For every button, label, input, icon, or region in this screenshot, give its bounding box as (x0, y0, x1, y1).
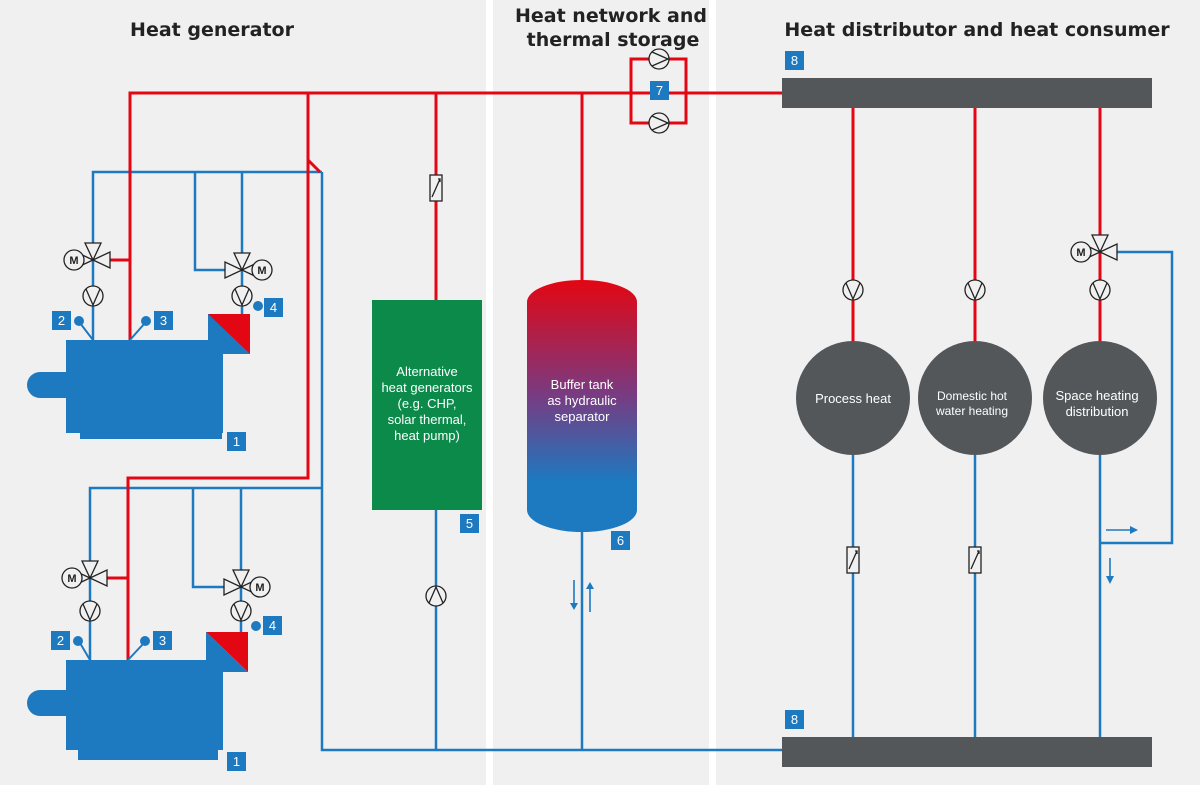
space-heating-label-2: distribution (1066, 404, 1129, 419)
svg-text:4: 4 (270, 300, 277, 315)
svg-text:M: M (69, 255, 78, 267)
divider-left (486, 0, 493, 785)
buffer-label-2: as hydraulic (547, 393, 617, 408)
boiler-2 (27, 632, 248, 760)
svg-text:4: 4 (269, 618, 276, 633)
badge-3-top: 3 (154, 311, 173, 330)
pump-icon (648, 48, 670, 70)
mixing-valve-icon: M (223, 569, 271, 598)
badge-7: 7 (650, 81, 669, 100)
svg-text:8: 8 (791, 712, 798, 727)
badge-5: 5 (460, 514, 479, 533)
section-title-heat-network-line2: thermal storage (527, 29, 700, 51)
mixing-valve-icon: M (63, 242, 111, 271)
alt-gen-label-4: solar thermal, (388, 412, 467, 427)
svg-text:1: 1 (233, 434, 240, 449)
svg-text:8: 8 (791, 53, 798, 68)
flow-arrow-icon (570, 580, 594, 612)
mixing-valve-icon: M (61, 560, 108, 589)
svg-text:2: 2 (57, 633, 64, 648)
space-heating-label-1: Space heating (1055, 388, 1138, 403)
temperature-sensor-icon (73, 621, 261, 661)
alt-gen-label-2: heat generators (381, 380, 473, 395)
badge-2-top: 2 (52, 311, 71, 330)
pump-icon (648, 112, 670, 134)
mixing-valve-icon: M (1070, 234, 1118, 263)
svg-text:5: 5 (466, 516, 473, 531)
alt-gen-label-3: (e.g. CHP, (397, 396, 456, 411)
pump-icon (1089, 279, 1111, 301)
consumer-process-heat: Process heat (796, 341, 910, 455)
section-title-heat-generator: Heat generator (130, 19, 295, 41)
consumer-space-heating: Space heating distribution (1043, 341, 1157, 455)
svg-text:3: 3 (160, 313, 167, 328)
buffer-label-1: Buffer tank (551, 377, 614, 392)
badge-6: 6 (611, 531, 630, 550)
pump-icon (82, 285, 104, 307)
consumer-domestic-hot-water: Domestic hot water heating (918, 341, 1032, 455)
flow-distributor-bar (782, 78, 1152, 108)
badge-3-bottom: 3 (153, 631, 172, 650)
svg-text:M: M (257, 265, 266, 277)
pump-icon (79, 600, 101, 622)
temperature-sensor-icon (74, 301, 263, 341)
alt-gen-label-5: heat pump) (394, 428, 460, 443)
svg-text:M: M (1076, 247, 1085, 259)
pump-icon (231, 285, 253, 307)
boiler-1 (27, 314, 250, 439)
mixing-valve-icon: M (224, 252, 273, 281)
pump-icon (230, 600, 252, 622)
section-title-heat-consumer: Heat distributor and heat consumer (784, 19, 1170, 41)
badge-8-top: 8 (785, 51, 804, 70)
flow-pipes (104, 57, 1102, 660)
check-valve-icon (968, 546, 982, 574)
dhw-label-1: Domestic hot (937, 389, 1008, 403)
svg-text:2: 2 (58, 313, 65, 328)
badge-1-bottom: 1 (227, 752, 246, 771)
buffer-label-3: separator (555, 409, 611, 424)
svg-text:7: 7 (656, 83, 663, 98)
pump-icon (842, 279, 864, 301)
return-pipes (88, 170, 1174, 752)
buffer-tank: Buffer tank as hydraulic separator (527, 280, 637, 532)
svg-text:M: M (67, 573, 76, 585)
flow-arrow-icon (1106, 526, 1138, 584)
svg-text:3: 3 (159, 633, 166, 648)
check-valve-icon (846, 546, 860, 574)
badge-8-bottom: 8 (785, 710, 804, 729)
badge-2-bottom: 2 (51, 631, 70, 650)
return-collector-bar (782, 737, 1152, 767)
divider-right (709, 0, 716, 785)
badge-4-top: 4 (264, 298, 283, 317)
badge-1-top: 1 (227, 432, 246, 451)
pump-icon (425, 585, 447, 607)
alt-gen-label-1: Alternative (396, 364, 457, 379)
pump-icon (964, 279, 986, 301)
check-valve-icon (429, 174, 443, 202)
svg-text:M: M (255, 582, 264, 594)
badge-4-bottom: 4 (263, 616, 282, 635)
section-title-heat-network-line1: Heat network and (515, 5, 707, 27)
alternative-heat-generator: Alternative heat generators (e.g. CHP, s… (372, 300, 482, 510)
dhw-label-2: water heating (935, 404, 1008, 418)
svg-text:6: 6 (617, 533, 624, 548)
process-heat-label: Process heat (815, 391, 891, 406)
svg-text:1: 1 (233, 754, 240, 769)
